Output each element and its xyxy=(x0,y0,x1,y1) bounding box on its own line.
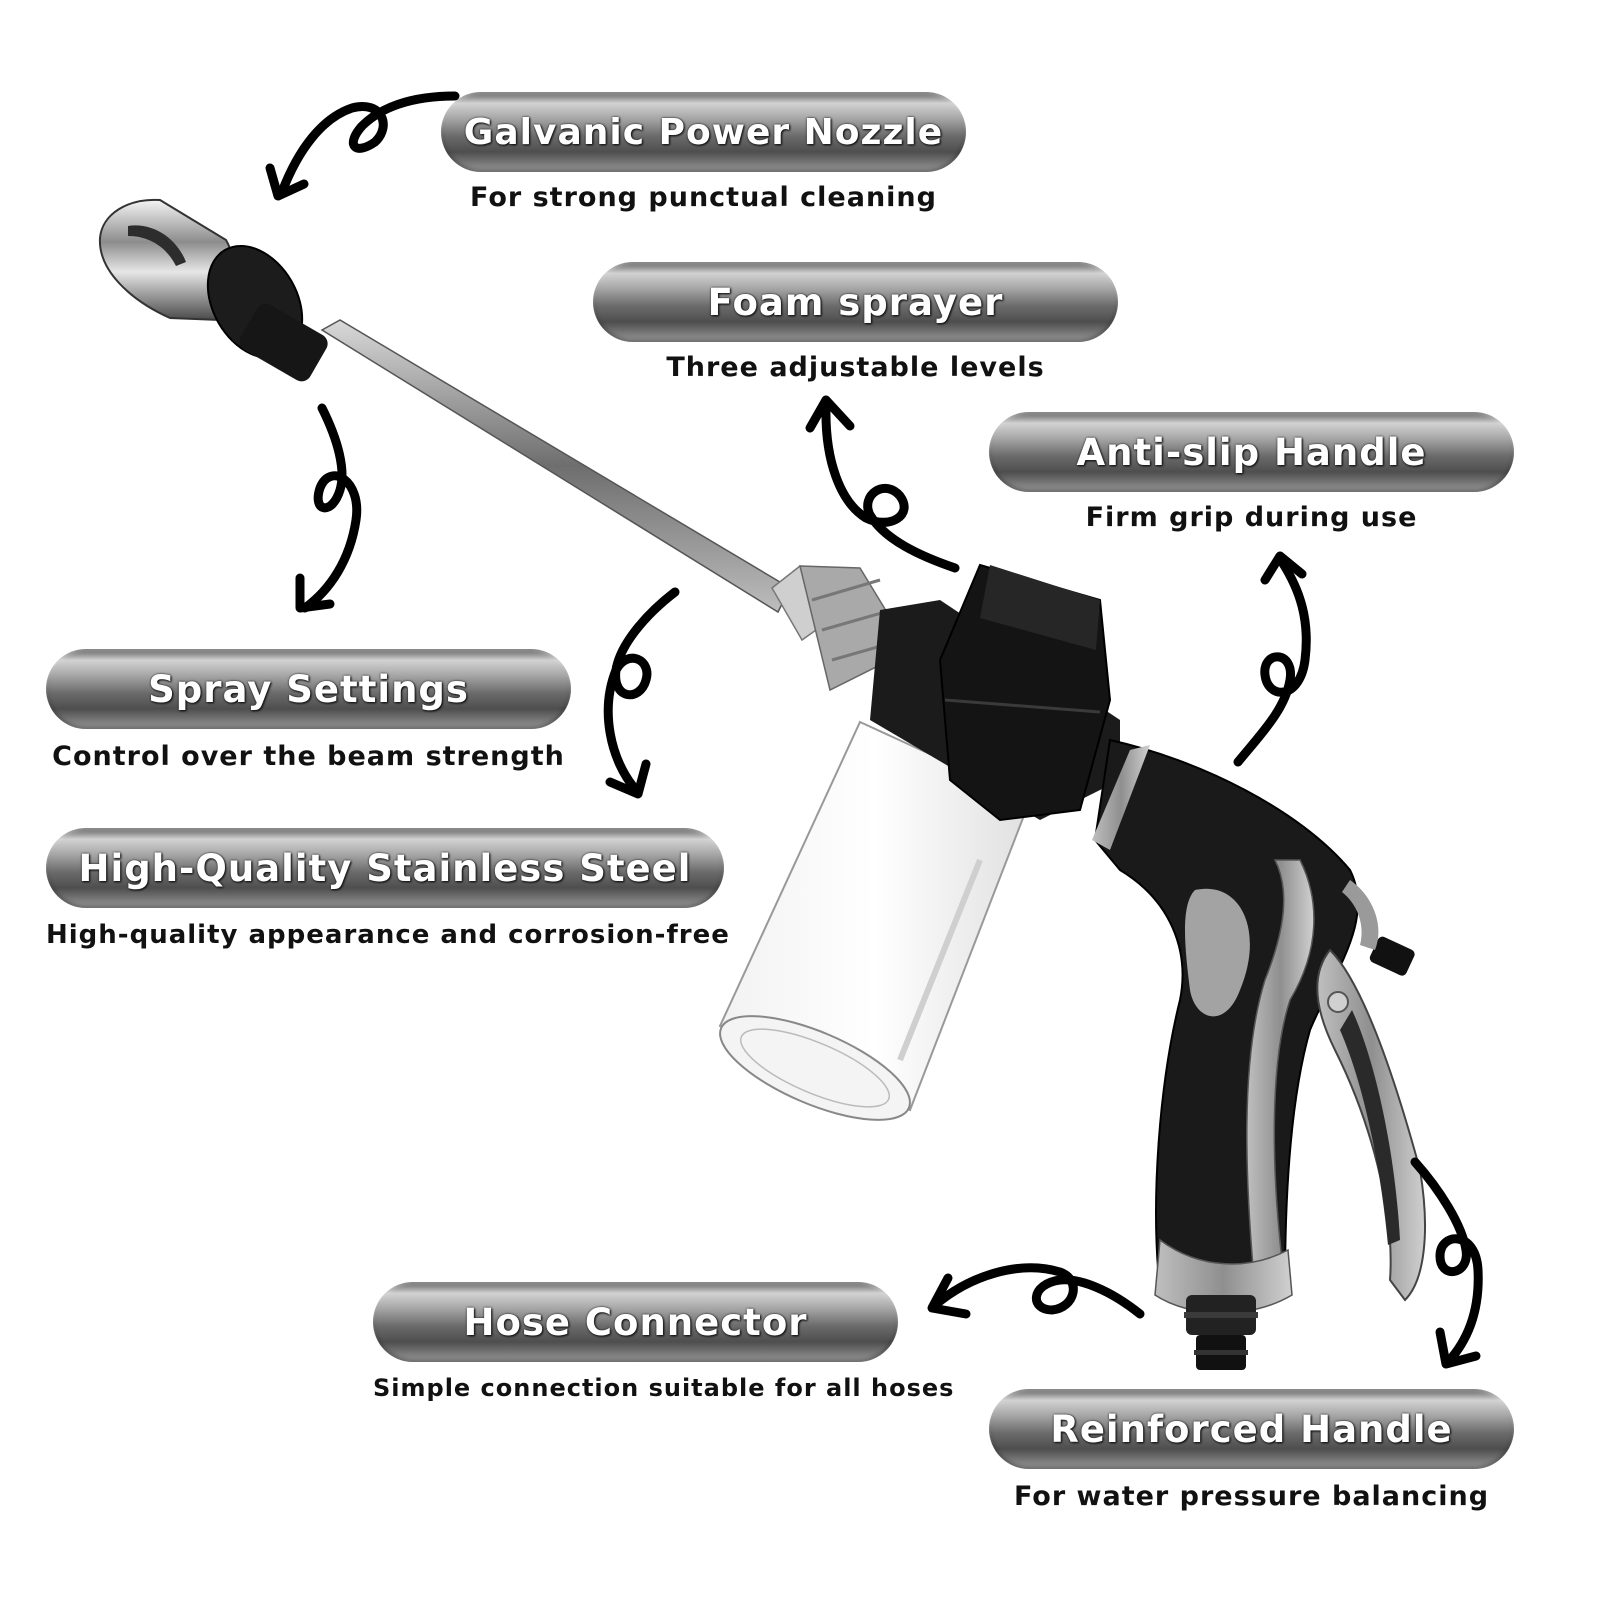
feature-grip-subtitle: Firm grip during use xyxy=(1085,502,1418,533)
feature-foam-subtitle: Three adjustable levels xyxy=(666,352,1045,383)
feature-steel-subtitle: High-quality appearance and corrosion-fr… xyxy=(46,920,730,950)
arrow-nozzle xyxy=(277,91,460,197)
feature-hose-pill: Hose Connector xyxy=(373,1282,898,1362)
feature-grip-title: Anti-slip Handle xyxy=(1076,430,1427,474)
arrowhead-spray xyxy=(295,573,335,613)
feature-nozzle-title: Galvanic Power Nozzle xyxy=(463,111,944,153)
feature-spray-title: Spray Settings xyxy=(148,667,469,711)
hose-connector xyxy=(1184,1295,1258,1370)
feature-steel-pill: High-Quality Stainless Steel xyxy=(46,828,724,908)
arrow-spray xyxy=(300,403,362,613)
feature-spray-subtitle: Control over the beam strength xyxy=(52,741,565,772)
feature-hose-title: Hose Connector xyxy=(463,1300,808,1344)
feature-grip: Anti-slip Handle Firm grip during use xyxy=(989,412,1514,542)
feature-foam: Foam sprayer Three adjustable levels xyxy=(593,262,1118,392)
feature-reinforced: Reinforced Handle For water pressure bal… xyxy=(989,1389,1514,1529)
feature-spray-pill: Spray Settings xyxy=(46,649,571,729)
feature-steel: High-Quality Stainless Steel High-qualit… xyxy=(46,828,730,958)
nozzle-head xyxy=(98,198,328,382)
arrow-grip xyxy=(1233,557,1311,767)
arrow-foam xyxy=(821,403,960,573)
feature-foam-pill: Foam sprayer xyxy=(593,262,1118,342)
arrowhead-nozzle xyxy=(265,163,309,201)
feature-hose: Hose Connector Simple connection suitabl… xyxy=(373,1282,955,1412)
sprayer-body xyxy=(870,563,1120,822)
arrowhead-reinforced xyxy=(1435,1327,1481,1369)
arrowhead-steel xyxy=(605,759,651,799)
feature-nozzle: Galvanic Power Nozzle For strong punctua… xyxy=(441,92,966,222)
feature-spray: Spray Settings Control over the beam str… xyxy=(46,649,571,779)
trigger xyxy=(1316,880,1426,1302)
feature-nozzle-subtitle: For strong punctual cleaning xyxy=(469,182,937,213)
feature-reinforced-pill: Reinforced Handle xyxy=(989,1389,1514,1469)
pistol-grip xyxy=(1092,738,1359,1314)
feature-nozzle-pill: Galvanic Power Nozzle xyxy=(441,92,966,172)
foam-bottle xyxy=(718,720,1032,1121)
arrowhead-grip xyxy=(1260,551,1307,585)
feature-reinforced-title: Reinforced Handle xyxy=(1050,1407,1453,1451)
feature-foam-title: Foam sprayer xyxy=(707,280,1004,324)
arrow-reinforced xyxy=(1410,1157,1483,1367)
arrow-steel xyxy=(603,587,680,795)
arrowhead-hose xyxy=(927,1273,971,1319)
feature-hose-subtitle: Simple connection suitable for all hoses xyxy=(373,1374,955,1402)
feature-steel-title: High-Quality Stainless Steel xyxy=(78,846,692,890)
arrowhead-foam xyxy=(805,395,855,433)
feature-grip-pill: Anti-slip Handle xyxy=(989,412,1514,492)
feature-reinforced-subtitle: For water pressure balancing xyxy=(1013,1481,1490,1512)
arrow-hose xyxy=(929,1263,1145,1319)
